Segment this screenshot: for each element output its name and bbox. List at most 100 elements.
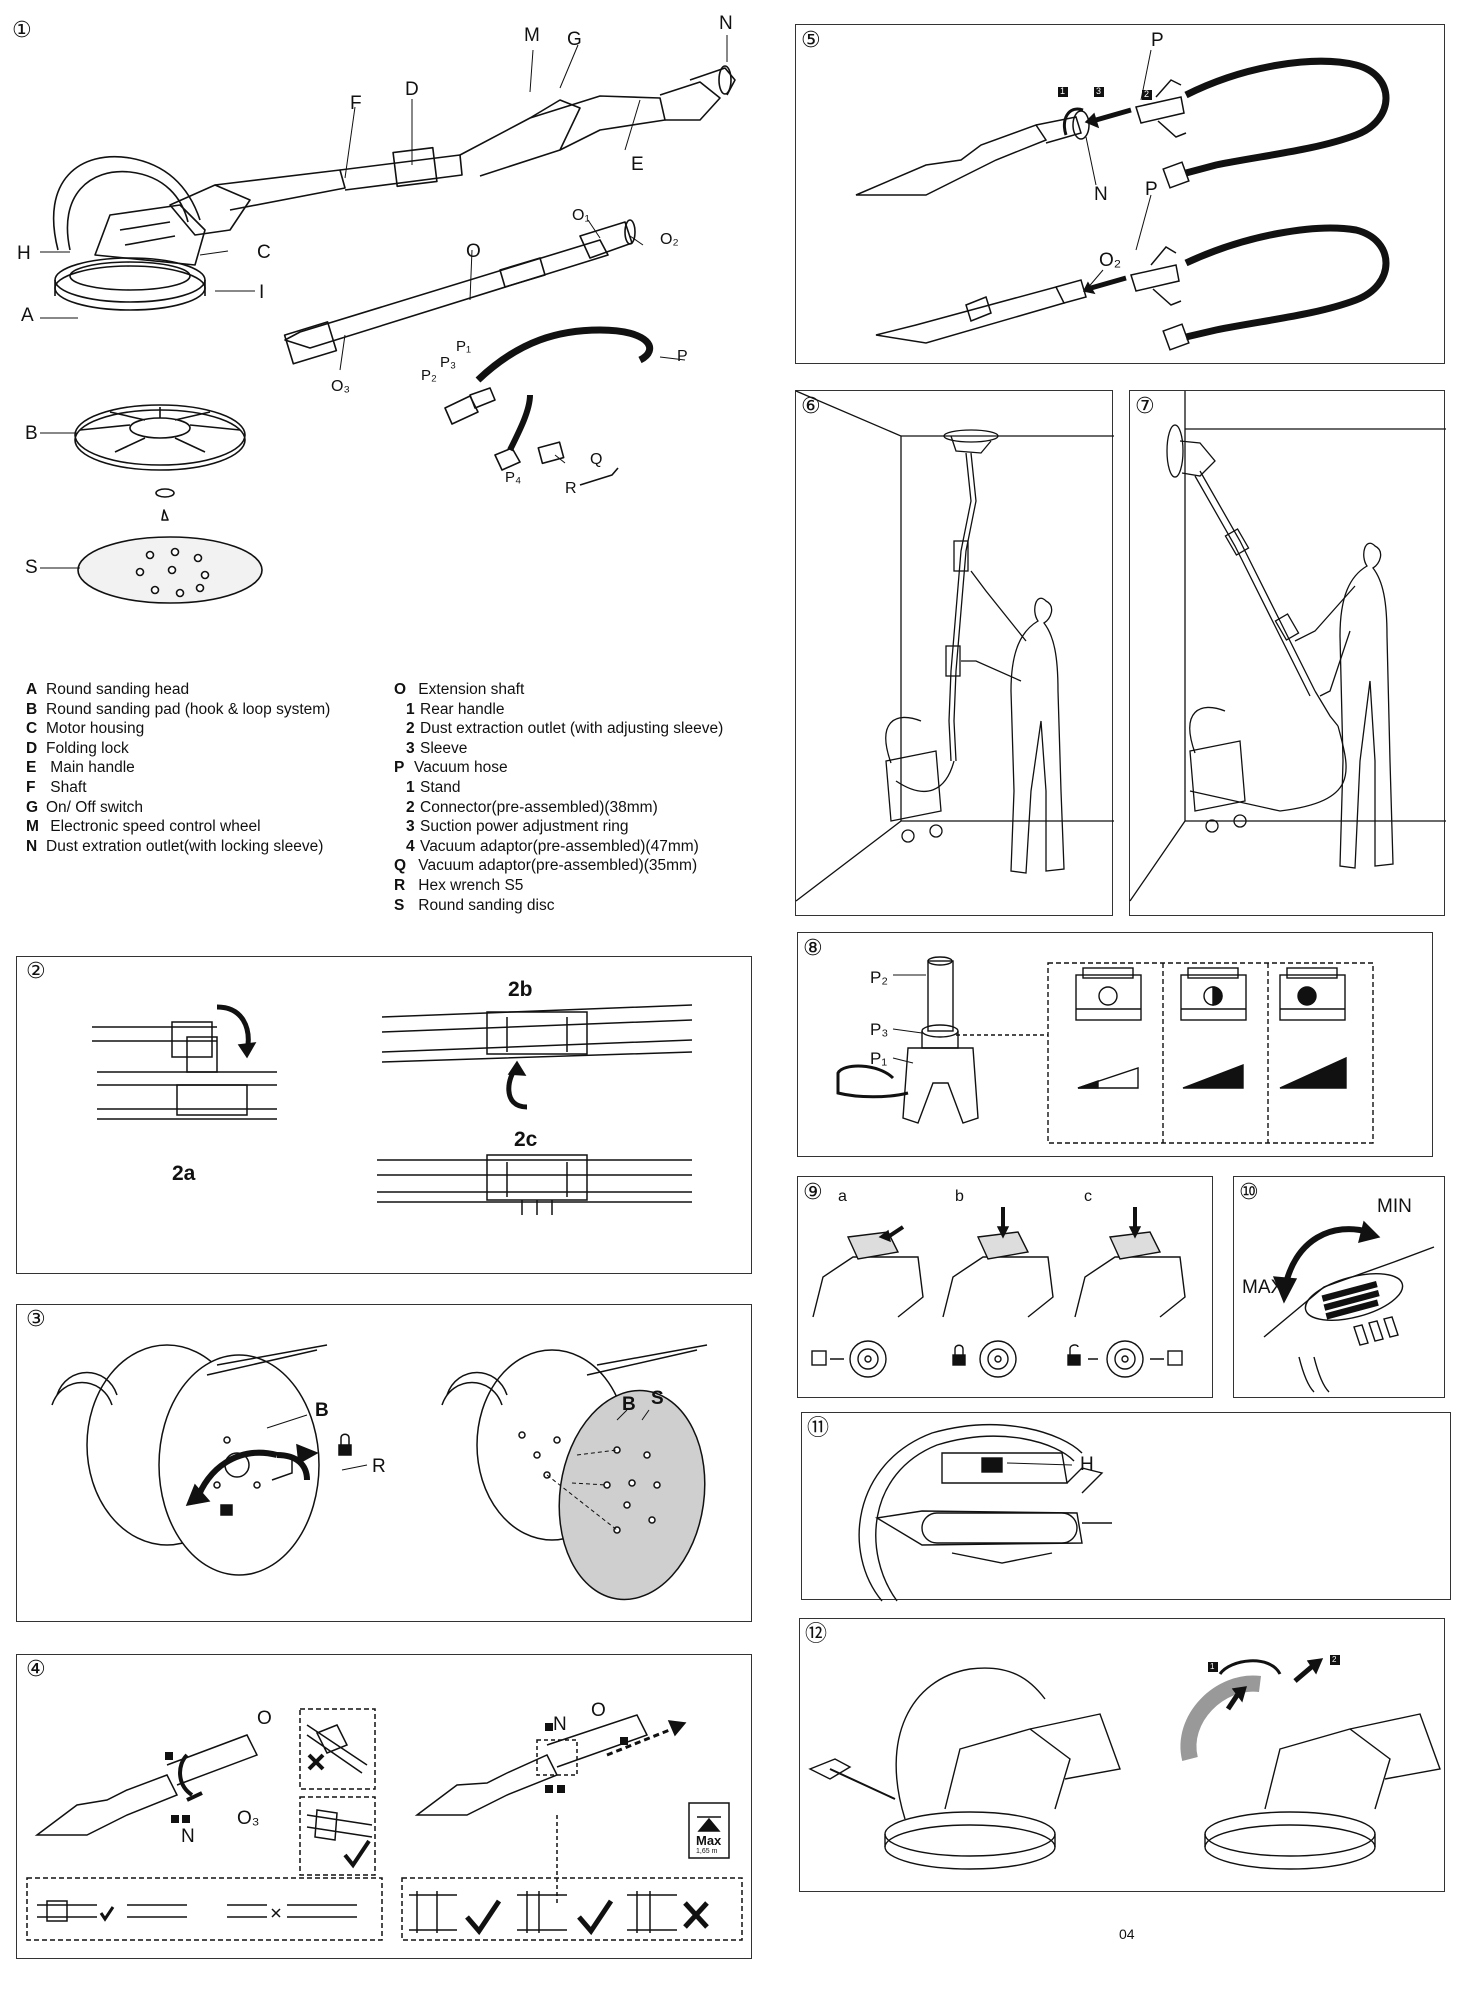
figure-8-panel: ⑧ P₂ P₃ P₁ — [797, 932, 1433, 1157]
legend-key: 2 — [406, 798, 415, 816]
figure-4-illustration — [26, 1708, 743, 1941]
legend-key: S — [394, 896, 405, 914]
figure-4-callout-n-left: N — [181, 1826, 195, 1847]
figure-12-step-1: 1 — [1210, 1662, 1215, 1671]
figure-5-callout-o2: O₂ — [1099, 250, 1122, 271]
figure-3-callout-b-left: B — [315, 1400, 329, 1421]
legend-key: C — [26, 720, 38, 738]
figure-7-illustration — [1129, 391, 1446, 902]
legend-item: R Hex wrench S5 — [394, 876, 723, 896]
legend-text: Connector(pre-assembled)(38mm) — [420, 798, 658, 816]
figure-4-callout-o-left: O — [257, 1708, 272, 1729]
legend-text: Hex wrench S5 — [414, 876, 524, 894]
legend-item: F Shaft — [26, 778, 330, 798]
figure-5-step-1: 1 — [1060, 86, 1066, 96]
callout-p1: P₁ — [456, 338, 472, 355]
legend-text: Dust extraction outlet (with adjusting s… — [420, 720, 724, 738]
legend-item: 3 Suction power adjustment ring — [394, 817, 723, 837]
figure-10-illustration — [1263, 1220, 1435, 1393]
figure-5-callout-p-bottom: P — [1145, 179, 1158, 200]
legend-item: M Electronic speed control wheel — [26, 817, 330, 837]
figure-3-panel: ③ — [16, 1304, 752, 1622]
figure-10-panel: ⑩ MIN MAX — [1233, 1176, 1445, 1398]
legend-item: S Round sanding disc — [394, 896, 723, 916]
legend-item: A Round sanding head — [26, 680, 330, 700]
legend-key: O — [394, 681, 407, 698]
figure-6-number: ⑥ — [801, 394, 821, 419]
figure-9-panel: ⑨ a b — [797, 1176, 1213, 1398]
figure-1-illustration — [40, 35, 736, 604]
figure-5-callout-p-top: P — [1151, 30, 1164, 51]
legend-key: Q — [394, 857, 407, 875]
figure-8-callout-p3: P₃ — [870, 1020, 889, 1039]
callout-n: N — [719, 13, 733, 34]
callout-i: I — [259, 282, 265, 303]
legend-item: C Motor housing — [26, 719, 330, 739]
figure-3-callout-s: S — [651, 1388, 664, 1409]
figure-8-illustration — [836, 956, 1374, 1144]
figure-12-illustration — [808, 1655, 1441, 1870]
figure-3-callout-r: R — [372, 1456, 386, 1477]
figure-4-number: ④ — [26, 1657, 46, 1682]
legend-key: F — [26, 778, 36, 796]
legend-text: Rear handle — [420, 700, 505, 718]
legend-text: Motor housing — [46, 720, 145, 738]
figure-2-illustration — [92, 1004, 693, 1215]
legend-text: Sleeve — [420, 739, 468, 757]
figure-6-illustration — [795, 390, 1114, 902]
speed-max-label: MAX — [1242, 1277, 1284, 1298]
callout-o3: O₃ — [331, 378, 350, 395]
figure-6-panel: ⑥ — [795, 390, 1114, 916]
figure-9-illustration — [811, 1207, 1186, 1378]
legend-key: 3 — [406, 818, 415, 836]
figure-12-number: ⑫ — [805, 1622, 828, 1647]
figure-9-label-b: b — [955, 1188, 964, 1205]
legend-text: Main handle — [46, 759, 135, 777]
callout-o1: O₁ — [572, 207, 590, 224]
figure-4-callout-o3: O₃ — [237, 1808, 260, 1829]
legend-text: Round sanding pad (hook & loop system) — [46, 700, 331, 718]
callout-e: E — [631, 154, 644, 175]
legend-text: On/ Off switch — [46, 798, 144, 816]
figure-5-panel: ⑤ — [795, 24, 1445, 364]
figure-2-panel: ② 2a 2b 2c — [16, 956, 752, 1274]
legend-text: Round sanding disc — [414, 896, 555, 914]
figure-8-callout-p1: P₁ — [870, 1049, 888, 1068]
legend-text: Round sanding head — [46, 681, 190, 698]
legend-key: A — [26, 681, 38, 698]
figure-8-number: ⑧ — [803, 936, 823, 961]
legend-key: 3 — [406, 739, 415, 757]
callout-c: C — [257, 242, 271, 263]
figure-5-step-2: 2 — [1144, 89, 1150, 99]
legend-text: Vacuum adaptor(pre-assembled)(47mm) — [420, 837, 699, 855]
callout-p: P — [677, 348, 688, 365]
legend-text: Electronic speed control wheel — [46, 818, 261, 836]
callout-h: H — [17, 243, 31, 264]
callout-s: S — [25, 557, 38, 578]
legend-key: R — [394, 876, 406, 894]
legend-item: E Main handle — [26, 758, 330, 778]
figure-11-callout-h: H — [1080, 1454, 1094, 1475]
legend-key: E — [26, 759, 37, 777]
legend-text: Suction power adjustment ring — [420, 818, 629, 836]
callout-r: R — [565, 480, 577, 497]
figure-1-number: ① — [12, 18, 32, 43]
legend-key: 1 — [406, 700, 415, 718]
callout-m: M — [524, 25, 540, 46]
callout-a: A — [21, 305, 34, 326]
legend-item: 4 Vacuum adaptor(pre-assembled)(47mm) — [394, 837, 723, 857]
legend-item: Q Vacuum adaptor(pre-assembled)(35mm) — [394, 856, 723, 876]
legend-text: Dust extration outlet(with locking sleev… — [46, 837, 324, 855]
figure-9-label-a: a — [838, 1188, 847, 1205]
legend-text: Vacuum adaptor(pre-assembled)(35mm) — [414, 857, 698, 875]
figure-8-callout-p2: P₂ — [870, 968, 888, 987]
legend-item: 2 Connector(pre-assembled)(38mm) — [394, 798, 723, 818]
legend-key: 4 — [406, 837, 415, 855]
figure-4-callout-n-right: N — [553, 1714, 567, 1735]
